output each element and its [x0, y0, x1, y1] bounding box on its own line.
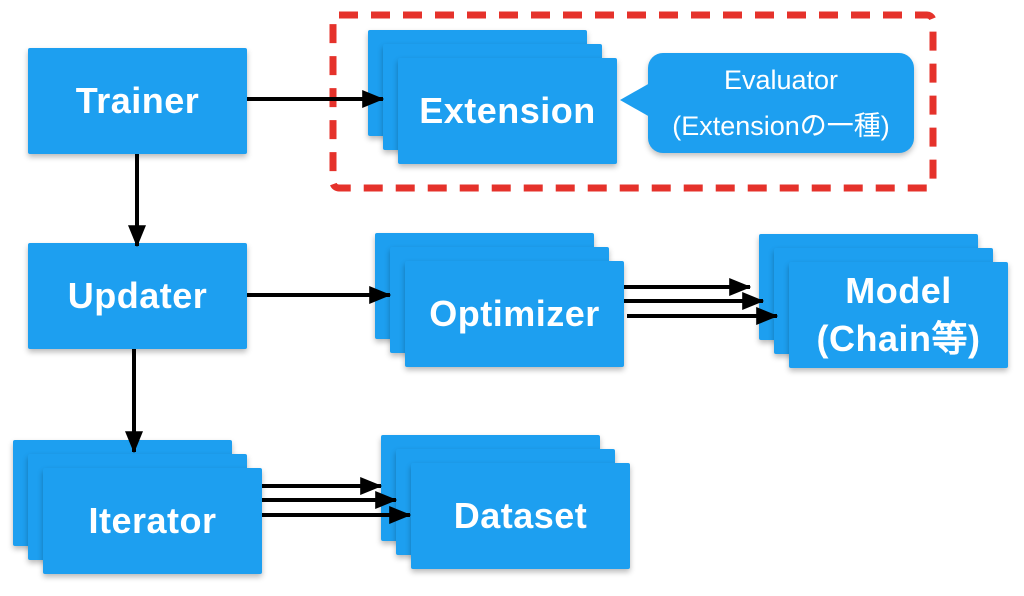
node-iterator: Iterator — [43, 468, 262, 574]
model-label: Model (Chain等) — [816, 270, 981, 359]
node-dataset-stack: Dataset — [381, 435, 630, 569]
node-model-stack: Model (Chain等) — [759, 234, 1008, 368]
node-model: Model (Chain等) — [789, 262, 1008, 368]
updater-label: Updater — [67, 275, 208, 316]
dataset-label: Dataset — [453, 495, 588, 536]
node-iterator-stack: Iterator — [13, 440, 262, 574]
callout-tail — [620, 83, 650, 117]
node-extension: Extension — [398, 58, 617, 164]
iterator-label: Iterator — [88, 500, 217, 541]
node-updater: Updater — [28, 243, 247, 349]
trainer-label: Trainer — [75, 80, 200, 121]
node-dataset: Dataset — [411, 463, 630, 569]
node-optimizer-stack: Optimizer — [375, 233, 624, 367]
optimizer-label: Optimizer — [429, 293, 600, 334]
node-extension-stack: Extension — [368, 30, 617, 164]
extension-label: Extension — [419, 90, 596, 131]
node-optimizer: Optimizer — [405, 261, 624, 367]
evaluator-callout-text: Evaluator (Extensionの一種) — [672, 65, 890, 141]
evaluator-callout: Evaluator (Extensionの一種) — [620, 53, 914, 153]
node-trainer: Trainer — [28, 48, 247, 154]
